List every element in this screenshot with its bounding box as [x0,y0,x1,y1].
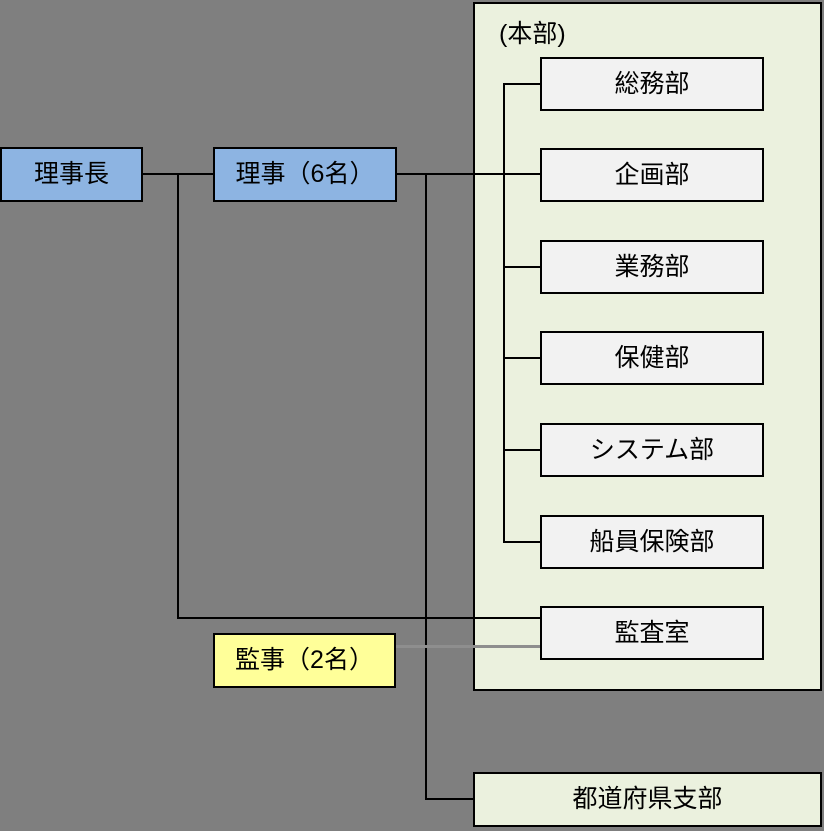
dept-box-seninhoken: 船員保険部 [540,515,764,569]
prefectural-branch-label: 都道府県支部 [572,785,723,813]
dept-label: 総務部 [614,70,690,98]
dept-label: 船員保険部 [589,528,715,556]
dept-label: 監査室 [614,619,690,647]
directors-box: 理事（6名） [213,147,397,202]
connector-dept-spine [503,83,505,543]
president-box: 理事長 [0,147,143,202]
dept-box-gyomu: 業務部 [540,240,764,294]
auditors-label: 監事（2名） [235,646,374,674]
auditors-box: 監事（2名） [213,633,396,688]
connector-dept-system [503,449,540,451]
president-label: 理事長 [33,160,109,188]
connector-dept-somu [503,83,540,85]
connector-directors-panel [397,173,540,175]
connector-dept-seninhoken [503,541,540,543]
dept-label: 保健部 [614,344,690,372]
connector-president-drop [177,173,179,619]
dept-box-kansashitsu: 監査室 [540,606,764,660]
dept-label: 業務部 [614,253,690,281]
connector-president-directors [143,173,213,175]
dept-box-system: システム部 [540,423,764,477]
directors-label: 理事（6名） [235,160,375,188]
dept-label: 企画部 [614,161,690,189]
connector-directors-branch-drop [425,173,427,800]
dept-box-somu: 総務部 [540,57,764,111]
dept-label: システム部 [589,436,715,464]
connector-branch [425,798,474,800]
dept-box-kikaku: 企画部 [540,148,764,202]
connector-dept-hoken [503,357,540,359]
connector-dept-gyomu [503,266,540,268]
connector-president-audit-office [177,617,540,619]
headquarters-label: (本部) [499,20,566,48]
prefectural-branch-box: 都道府県支部 [473,772,822,827]
connector-auditors-audit-office-gray [396,645,540,648]
dept-box-hoken: 保健部 [540,331,764,385]
